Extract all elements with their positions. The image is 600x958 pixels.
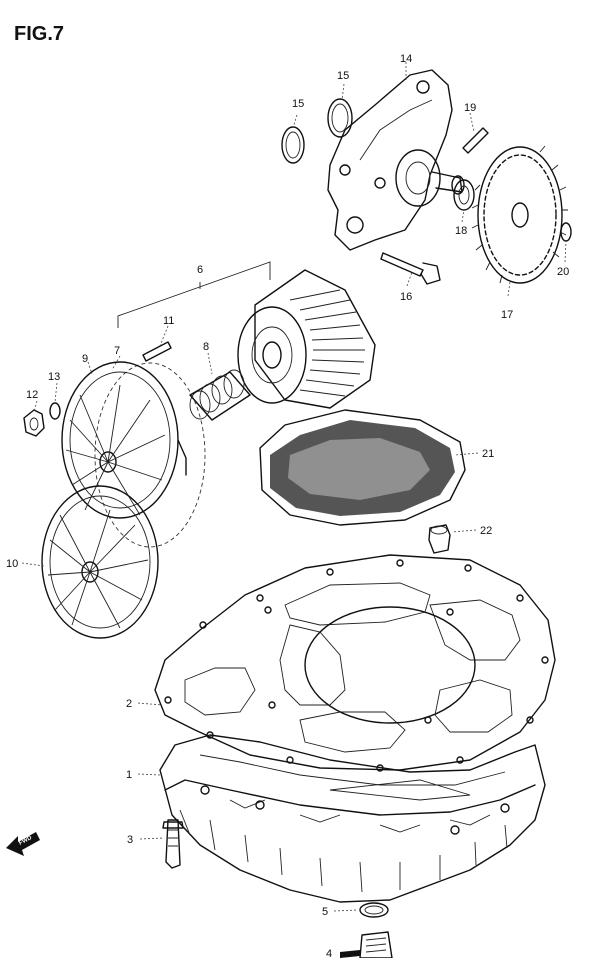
label-7: 7 bbox=[114, 345, 120, 357]
oil-pan-gasket-2 bbox=[154, 554, 556, 772]
label-10: 10 bbox=[6, 558, 18, 570]
pin-19 bbox=[462, 127, 489, 154]
oil-filter-element bbox=[237, 269, 376, 409]
label-21: 21 bbox=[482, 448, 494, 460]
drain-plug-4 bbox=[340, 931, 393, 958]
label-16: 16 bbox=[400, 291, 412, 303]
gasket-21 bbox=[259, 409, 466, 526]
label-2: 2 bbox=[126, 698, 132, 710]
spring-8 bbox=[189, 369, 251, 421]
label-9: 9 bbox=[82, 353, 88, 365]
o-ring-15-right bbox=[327, 98, 353, 138]
circlip-20 bbox=[560, 222, 572, 242]
label-8: 8 bbox=[203, 341, 209, 353]
label-22: 22 bbox=[480, 525, 492, 537]
label-3: 3 bbox=[127, 834, 133, 846]
oil-pump-body bbox=[327, 69, 465, 251]
label-20: 20 bbox=[557, 266, 569, 278]
bolt-22 bbox=[428, 524, 451, 554]
o-ring-7 bbox=[94, 362, 206, 548]
pin-11 bbox=[142, 341, 172, 362]
figure-title: FIG.7 bbox=[14, 23, 64, 45]
label-17: 17 bbox=[501, 309, 513, 321]
label-19: 19 bbox=[464, 102, 476, 114]
o-ring-5 bbox=[359, 902, 389, 918]
bolt-3 bbox=[162, 819, 184, 869]
label-6: 6 bbox=[197, 264, 203, 276]
label-18: 18 bbox=[455, 225, 467, 237]
label-11: 11 bbox=[163, 315, 174, 327]
o-ring-15-left bbox=[281, 126, 305, 164]
leader-lines bbox=[21, 62, 567, 912]
label-5: 5 bbox=[322, 906, 328, 918]
label-13: 13 bbox=[48, 371, 60, 383]
oil-filter-bracket bbox=[117, 261, 271, 328]
label-1: 1 bbox=[126, 769, 132, 781]
bolt-16 bbox=[380, 252, 441, 285]
nut-12 bbox=[23, 409, 45, 437]
filter-cover-10 bbox=[41, 485, 159, 639]
label-15a: 15 bbox=[292, 98, 304, 110]
washer-13 bbox=[49, 402, 61, 420]
label-4: 4 bbox=[326, 948, 332, 958]
oil-pan-1 bbox=[159, 734, 546, 903]
label-14: 14 bbox=[400, 53, 412, 65]
label-12: 12 bbox=[26, 389, 38, 401]
label-15b: 15 bbox=[337, 70, 349, 82]
oil-pump-gear-17 bbox=[471, 145, 568, 284]
filter-cover-9 bbox=[61, 361, 187, 519]
fwd-arrow-icon: FWD bbox=[6, 832, 40, 856]
